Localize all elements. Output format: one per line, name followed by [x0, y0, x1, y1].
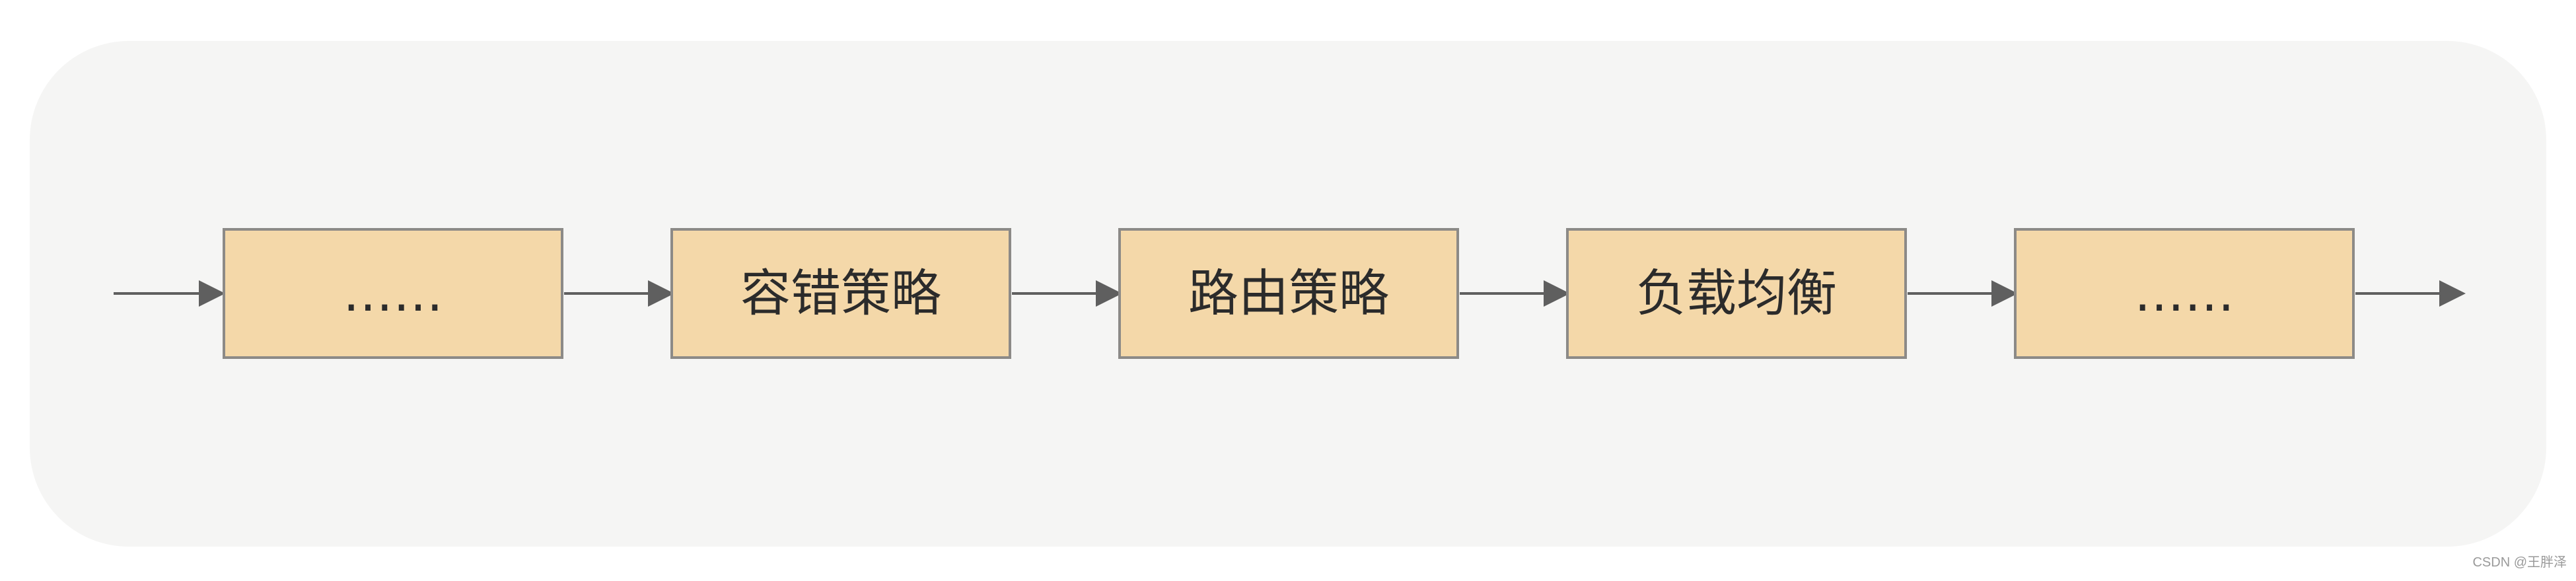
flow-node-5-label: …… [2134, 264, 2235, 323]
routing-strategy-label: 路由策略 [1188, 264, 1389, 323]
flow-node-1: …… [223, 228, 563, 359]
flow-node-1-label: …… [343, 264, 443, 323]
load-balancing-label: 负载均衡 [1636, 264, 1837, 323]
fault-tolerance-strategy-node: 容错策略 [670, 228, 1011, 359]
flow-node-5: …… [2014, 228, 2355, 359]
source-watermark: CSDN @王胖泽 [2472, 555, 2567, 570]
load-balancing-node: 负载均衡 [1566, 228, 1907, 359]
routing-strategy-node: 路由策略 [1118, 228, 1459, 359]
fault-tolerance-strategy-label: 容错策略 [740, 264, 941, 323]
